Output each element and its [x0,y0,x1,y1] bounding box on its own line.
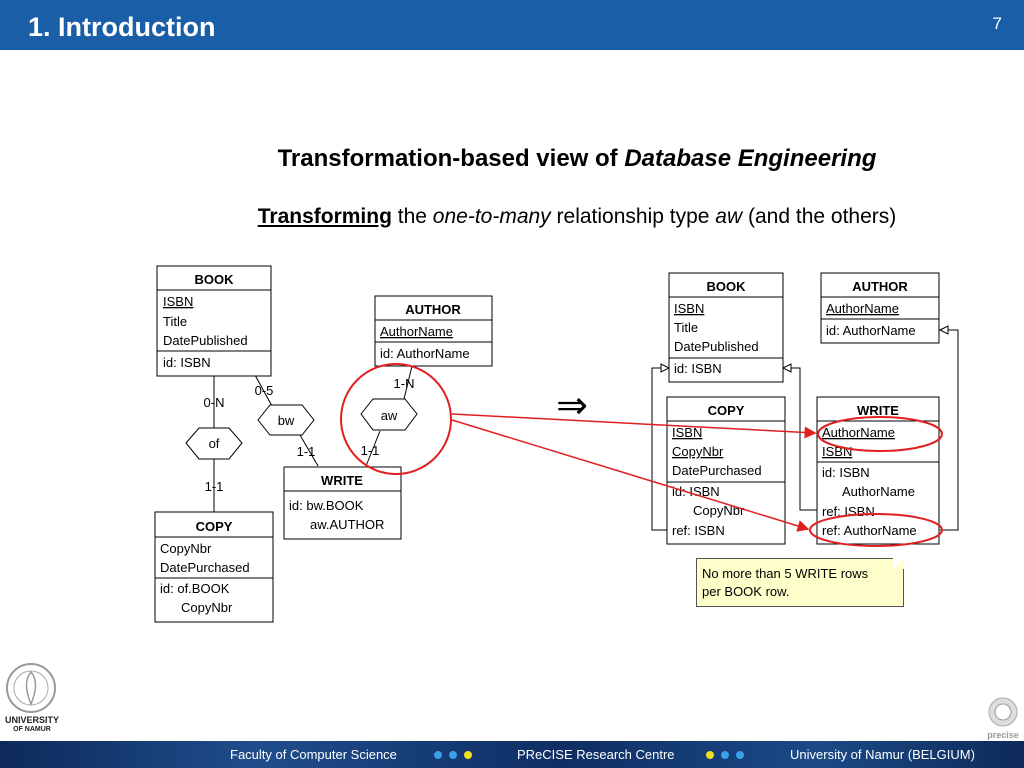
footer-dot [706,751,714,759]
left-write-name: WRITE [321,473,363,488]
subheading-aw: aw [715,205,743,228]
note-fold-corner [893,558,904,569]
university-logo-text: UNIVERSITY OF NAMUR [4,716,60,734]
footer-dot [434,751,442,759]
rel-aw-card-write: 1-1 [361,443,380,458]
rel-of-card-copy: 1-1 [205,479,224,494]
left-author-entity: AUTHOR AuthorName id: AuthorName [374,295,493,367]
right-author-entity: AUTHOR AuthorName id: AuthorName [820,272,940,344]
footer-dot [721,751,729,759]
right-write-ref2: ref: AuthorName [822,523,917,538]
write-key-highlight [817,416,943,452]
subheading-rel-type: relationship type [550,205,716,228]
red-arrow-to-ref [451,419,810,532]
right-copy-identifier-line1: id: ISBN [672,484,720,499]
right-book-attr-title: Title [674,320,698,335]
right-copy-ref: ref: ISBN [672,523,725,538]
right-author-attr-authorname: AuthorName [826,301,899,316]
left-book-attr-title: Title [163,314,187,329]
left-book-attr-isbn: ISBN [163,294,193,309]
left-book-identifier: id: ISBN [163,355,211,370]
slide-footer: Faculty of Computer Science PReCISE Rese… [0,741,1024,768]
footer-dot [464,751,472,759]
left-copy-identifier-line1: id: of.BOOK [160,581,230,596]
right-book-entity: BOOK ISBN Title DatePublished id: ISBN [668,272,784,383]
right-book-name: BOOK [707,279,747,294]
left-write-identifier-line1: id: bw.BOOK [289,498,364,513]
rel-bw: bw 0-5 1-1 [255,383,316,459]
right-copy-attr-isbn: ISBN [672,425,702,440]
university-seal-logo [6,663,56,713]
heading-italic: Database Engineering [624,145,877,172]
rel-bw-card-book: 0-5 [255,383,274,398]
footer-university: University of Namur (BELGIUM) [790,747,975,762]
heading-plain: Transformation-based view of [277,145,625,172]
left-write-entity: WRITE id: bw.BOOK aw.AUTHOR [283,466,402,540]
rel-bw-card-write: 1-1 [297,444,316,459]
footer-centre: PReCISE Research Centre [517,747,675,762]
left-book-name: BOOK [195,272,235,287]
right-write-entity: WRITE AuthorName ISBN id: ISBN AuthorNam… [816,396,940,545]
footer-faculty: Faculty of Computer Science [230,747,397,762]
right-ref-connectors [651,325,959,531]
logo-left-line2: OF NAMUR [13,726,51,733]
slide-header: 1. Introduction 7 [0,0,1024,50]
right-copy-attr-datepurchased: DatePurchased [672,463,762,478]
precise-logo-text: precise [987,730,1019,740]
right-write-attr-authorname: AuthorName [822,425,895,440]
right-book-identifier: id: ISBN [674,361,722,376]
right-copy-attr-copynbr: CopyNbr [672,444,724,459]
right-write-identifier-line1: id: ISBN [822,465,870,480]
footer-dot [736,751,744,759]
left-author-attr-authorname: AuthorName [380,324,453,339]
left-author-name: AUTHOR [405,302,461,317]
constraint-note: No more than 5 WRITE rows per BOOK row. [696,558,904,607]
left-copy-attr-datepurchased: DatePurchased [160,560,250,575]
diagram-heading: Transformation-based view of Database En… [0,145,1024,173]
subheading-the: the [391,205,433,228]
right-write-identifier-line2: AuthorName [842,484,915,499]
logo-left-line1: UNIVERSITY [4,715,59,725]
right-copy-identifier-line2: CopyNbr [693,503,745,518]
right-book-attr-isbn: ISBN [674,301,704,316]
right-copy-name: COPY [708,403,745,418]
aw-highlight-circle [340,363,452,475]
left-copy-entity: COPY CopyNbr DatePurchased id: of.BOOK C… [154,511,274,623]
write-ref-highlight [809,513,943,547]
left-write-identifier-line2: aw.AUTHOR [310,517,384,532]
rel-bw-label: bw [278,413,295,428]
rel-of: of 0-N 1-1 [185,395,243,494]
right-copy-entity: COPY ISBN CopyNbr DatePurchased id: ISBN… [666,396,786,545]
slide-title: 1. Introduction [28,12,216,42]
right-write-name: WRITE [857,403,899,418]
page-number: 7 [992,14,1002,33]
left-copy-attr-copynbr: CopyNbr [160,541,212,556]
rel-aw-card-author: 1-N [394,376,415,391]
right-book-attr-datepublished: DatePublished [674,339,759,354]
left-copy-name: COPY [196,519,233,534]
rel-of-card-book: 0-N [204,395,225,410]
footer-dot [449,751,457,759]
right-author-identifier: id: AuthorName [826,323,916,338]
left-author-identifier: id: AuthorName [380,346,470,361]
rel-aw-label: aw [381,408,398,423]
right-write-ref1: ref: ISBN [822,504,875,519]
diagram-subheading: Transforming the one-to-many relationshi… [0,205,1024,229]
rel-aw: aw 1-N 1-1 [360,376,418,458]
subheading-rest: (and the others) [742,205,897,228]
precise-logo: precise [987,697,1019,740]
left-book-attr-datepublished: DatePublished [163,333,248,348]
note-line2: per BOOK row. [702,584,790,599]
right-author-name: AUTHOR [852,279,908,294]
left-connectors [213,365,413,512]
left-copy-identifier-line2: CopyNbr [181,600,233,615]
rel-of-label: of [209,436,220,451]
note-line1: No more than 5 WRITE rows [702,566,869,581]
subheading-one-to-many: one-to-many [432,205,551,228]
subheading-transforming: Transforming [257,205,392,228]
left-book-entity: BOOK ISBN Title DatePublished id: ISBN [156,265,272,377]
red-arrow-to-key [451,413,817,439]
